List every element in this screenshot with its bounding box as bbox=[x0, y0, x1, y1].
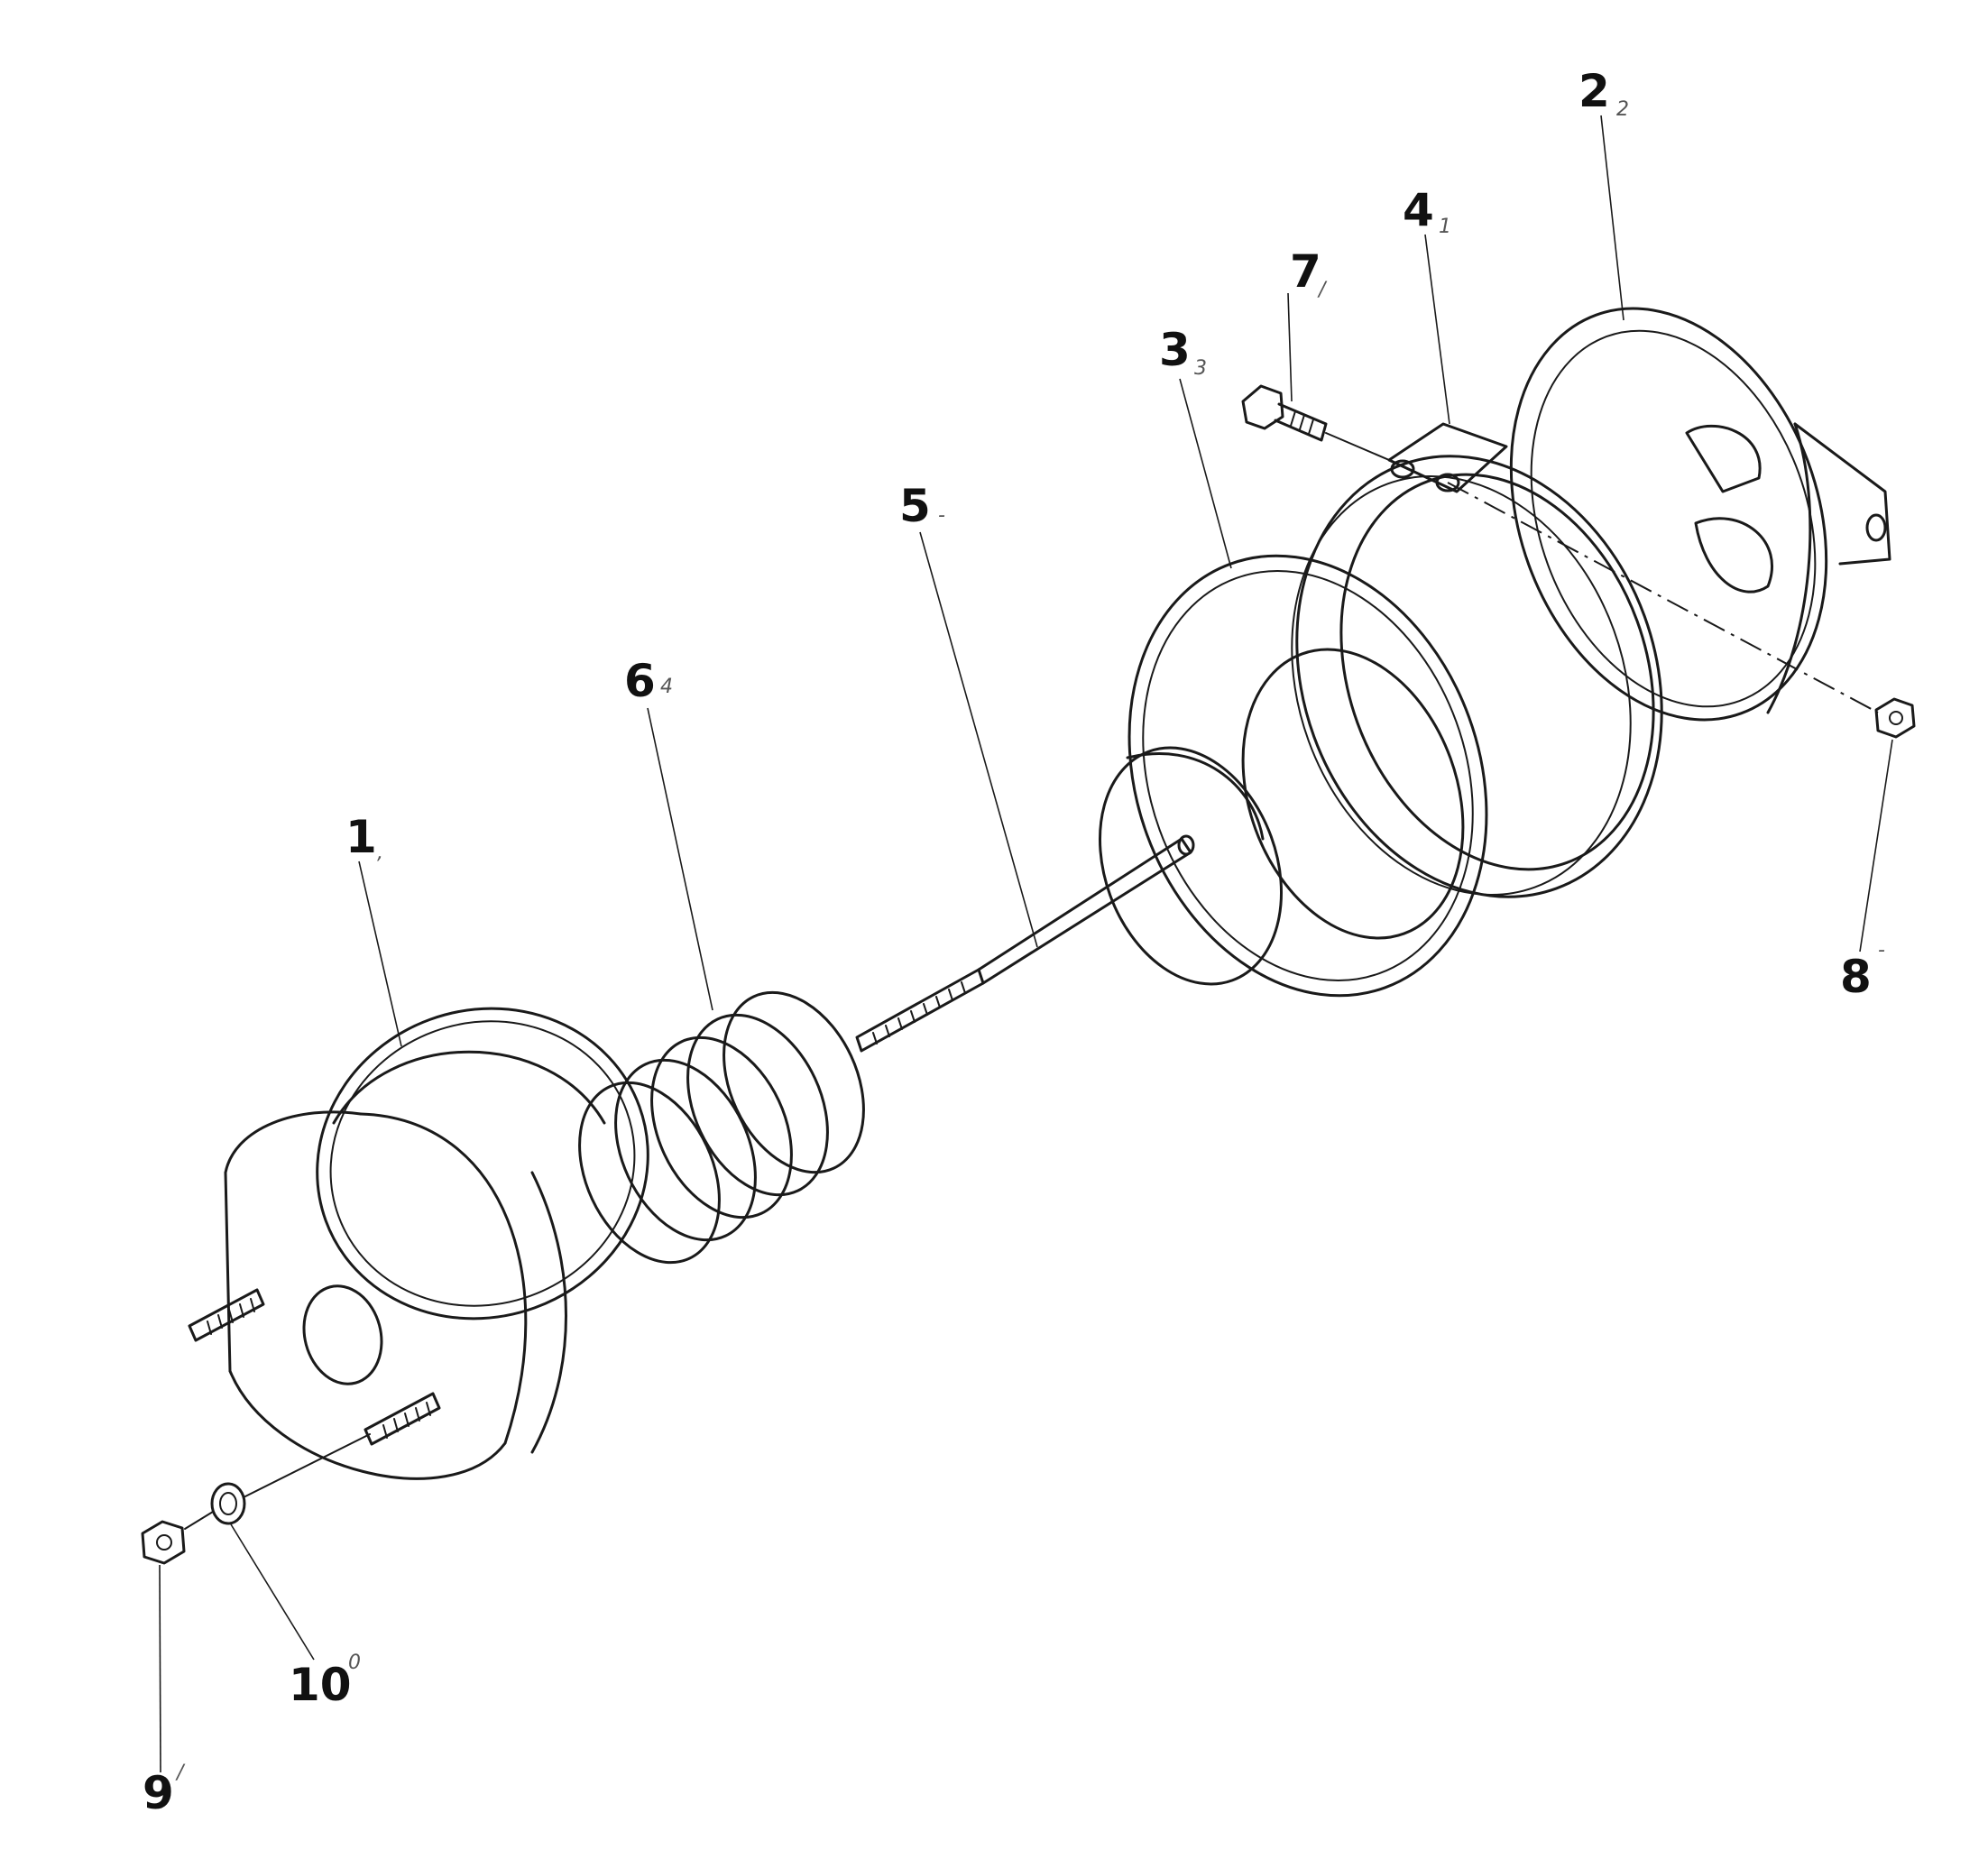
part-10-washer bbox=[210, 1482, 246, 1525]
stud-lower bbox=[364, 1392, 441, 1446]
part-2-cover bbox=[1509, 307, 1891, 722]
callout-5-mark: - bbox=[938, 504, 945, 527]
part-1-housing bbox=[188, 1007, 649, 1480]
callout-3: 3 bbox=[1159, 324, 1191, 376]
part-8-nut bbox=[1874, 697, 1916, 739]
callout-2-mark: 2 bbox=[1616, 98, 1629, 121]
callout-2: 2 bbox=[1578, 65, 1610, 117]
callout-8-mark: - bbox=[1878, 939, 1885, 962]
assembly-axis-lines bbox=[184, 432, 1879, 1530]
callout-4: 4 bbox=[1403, 184, 1434, 236]
callout-9-mark: / bbox=[175, 1762, 186, 1784]
callout-5: 5 bbox=[899, 480, 931, 532]
part-5-rod bbox=[855, 834, 1195, 1053]
callout-7-mark: / bbox=[1317, 279, 1328, 301]
callout-4-mark: 1 bbox=[1439, 216, 1451, 238]
part-9-nut bbox=[141, 1520, 186, 1565]
callout-6-mark: 4 bbox=[660, 676, 673, 698]
callout-10: 10 bbox=[289, 1659, 352, 1711]
callout-8: 8 bbox=[1840, 951, 1872, 1003]
part-4-clamp bbox=[1291, 422, 1663, 898]
callout-1-mark: , bbox=[377, 842, 383, 864]
part-6-spring bbox=[578, 990, 865, 1265]
callout-3-mark: 3 bbox=[1194, 357, 1207, 380]
part-3-diaphragm bbox=[1098, 554, 1488, 998]
callout-1: 1 bbox=[345, 811, 377, 863]
part-7-bolt bbox=[1241, 384, 1328, 442]
stud-upper bbox=[188, 1288, 265, 1342]
callout-6: 6 bbox=[624, 655, 656, 707]
callout-10-mark: 0 bbox=[348, 1652, 361, 1674]
callout-9: 9 bbox=[143, 1767, 174, 1819]
callout-labels: 1 , 2 2 3 3 4 1 5 - 6 4 7 / 8 - 9 / 10 0 bbox=[143, 65, 1885, 1819]
callout-7: 7 bbox=[1290, 245, 1321, 298]
leader-lines bbox=[159, 115, 1893, 1773]
